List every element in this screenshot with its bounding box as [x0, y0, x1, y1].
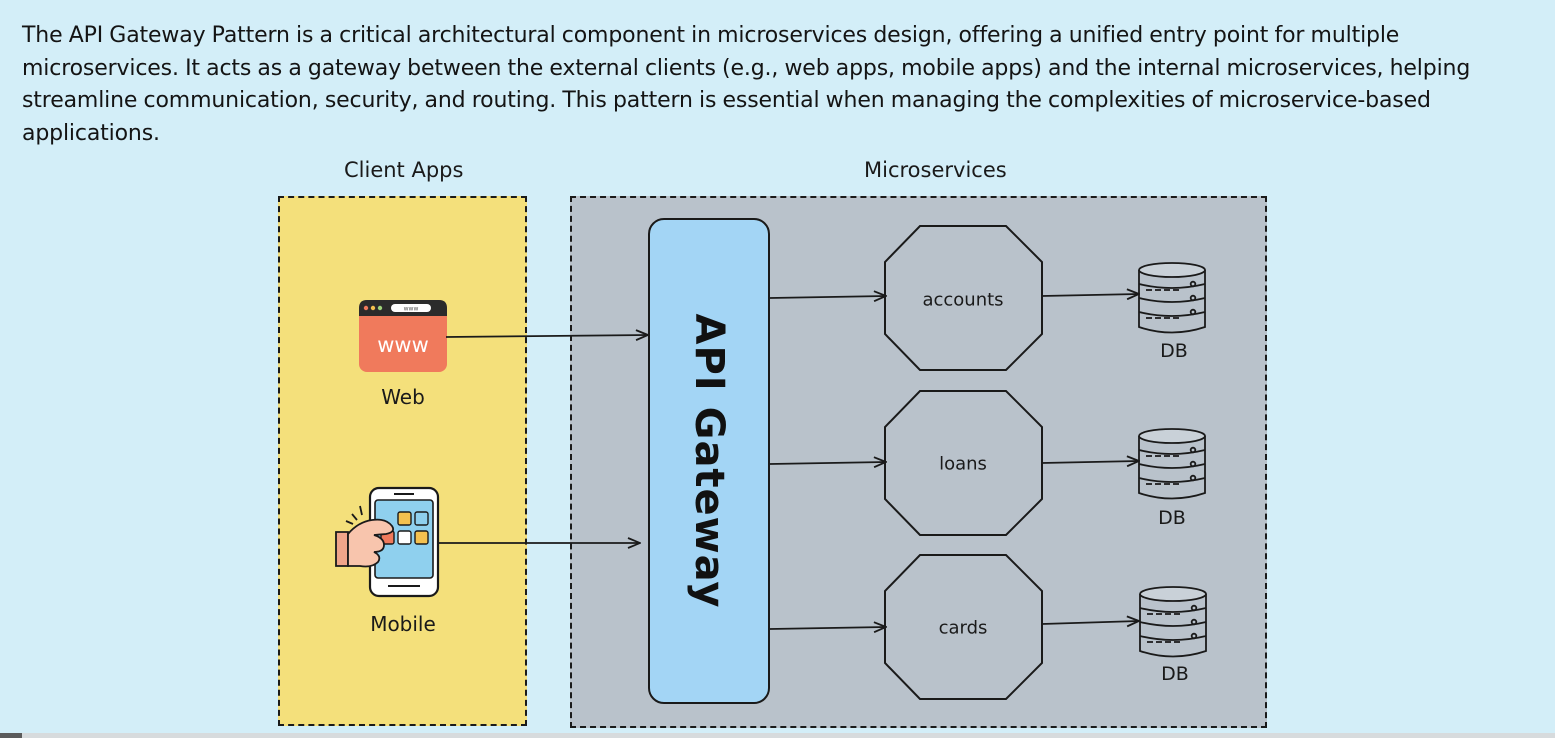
db-label-loans: DB [1158, 507, 1186, 529]
client-apps-title: Client Apps [344, 158, 464, 182]
arrow-cards-to-db [1041, 621, 1139, 624]
service-label-cards: cards [938, 617, 988, 639]
api-gateway-box [648, 218, 770, 704]
service-label-accounts: accounts [922, 289, 1004, 311]
db-label-cards: DB [1161, 663, 1189, 685]
service-node-cards [884, 554, 1043, 700]
browser-window-icon: www www [359, 300, 447, 372]
arrow-gateway-to-loans [769, 462, 886, 464]
browser-www-text: www [377, 333, 429, 357]
arrow-gateway-to-accounts [769, 296, 886, 298]
progress-indicator [0, 733, 22, 738]
arrow-web-to-gateway [445, 335, 648, 337]
arrow-gateway-to-cards [769, 627, 886, 629]
microservices-title: Microservices [864, 158, 1007, 182]
smartphone-tap-icon [335, 486, 440, 598]
progress-track [0, 733, 1555, 738]
mobile-label: Mobile [370, 612, 436, 636]
service-node-accounts [884, 225, 1043, 371]
arrow-loans-to-db [1041, 461, 1139, 463]
database-icon [1138, 262, 1206, 334]
database-icon [1138, 428, 1206, 500]
service-node-loans [884, 390, 1043, 536]
database-icon [1139, 586, 1207, 658]
intro-paragraph: The API Gateway Pattern is a critical ar… [22, 23, 1471, 146]
db-label-accounts: DB [1160, 340, 1188, 362]
arrow-accounts-to-db [1041, 294, 1139, 296]
service-label-loans: loans [939, 453, 987, 475]
browser-url-text: www [404, 306, 419, 313]
web-label: Web [381, 385, 425, 409]
client-apps-group [278, 196, 527, 726]
